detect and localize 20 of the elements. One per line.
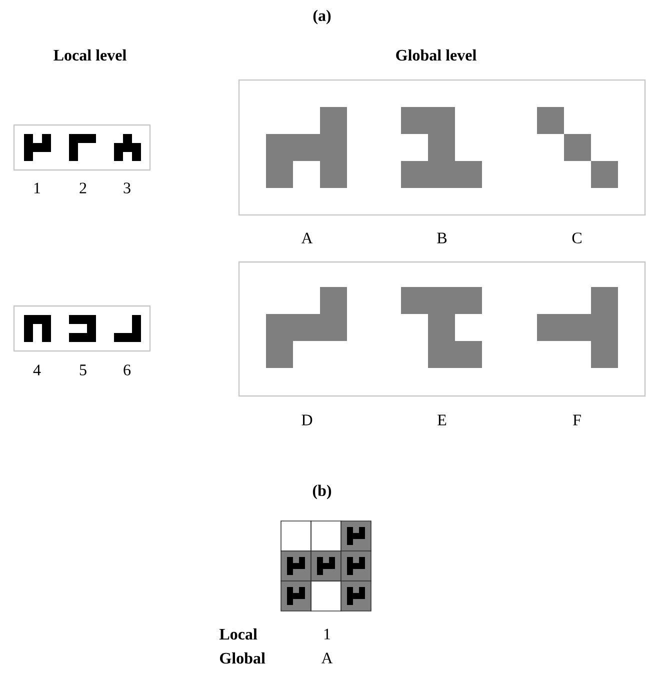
shape-letter: C xyxy=(572,232,582,244)
panel-label: (a) xyxy=(313,10,331,24)
pattern-number: 2 xyxy=(80,182,86,194)
row-value: 1 xyxy=(324,628,330,640)
pattern-number: 3 xyxy=(124,182,130,194)
column-heading: Local level xyxy=(54,49,126,61)
panel-label: (b) xyxy=(312,484,332,500)
row-value: A xyxy=(321,652,333,664)
shape-letter: F xyxy=(573,414,581,426)
pattern-number: 6 xyxy=(124,364,131,376)
column-heading: Global level xyxy=(396,49,476,61)
pattern-number: 1 xyxy=(34,182,40,194)
pattern-number: 5 xyxy=(80,364,86,376)
pattern-number: 4 xyxy=(33,364,41,376)
shape-letter: A xyxy=(301,232,313,244)
shape-letter: D xyxy=(302,414,312,426)
row-label: Local xyxy=(219,628,258,640)
row-label: Global xyxy=(220,652,266,664)
shape-letter: E xyxy=(438,414,446,426)
shape-letter: B xyxy=(437,232,447,244)
